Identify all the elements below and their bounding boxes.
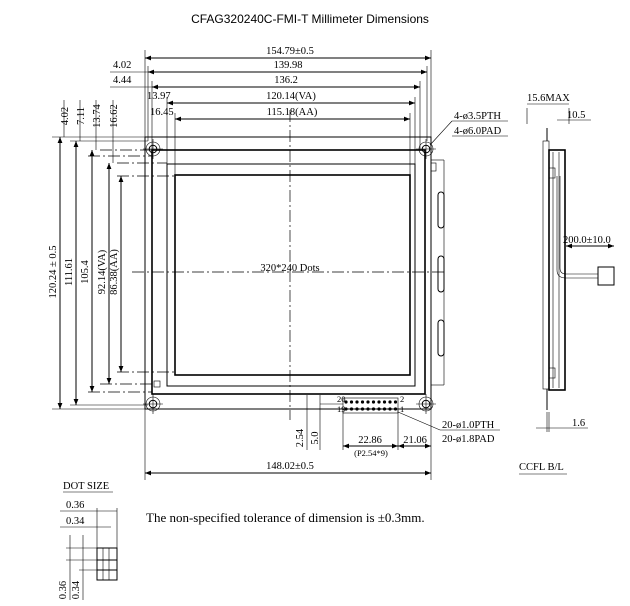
height-111-label: 111.61 [64,258,75,286]
connector-pad [377,407,381,411]
viewing-area [166,163,416,387]
connector-pad [355,400,359,404]
left-1397-label: 13.97 [147,91,171,102]
side-backlight [548,149,566,391]
connector-pad [382,407,387,411]
connector-pad [366,407,370,411]
overall-height-label: 120.24 ± 0.5 [48,245,59,298]
pin-pitch-label: (P2.54*9) [354,448,388,458]
connector-pad [393,400,398,404]
top-402-label: 4.02 [60,107,71,125]
dot-036-side-label: 0.36 [58,581,69,599]
mount-pad-label: 4-ø6.0PAD [454,126,502,137]
aa-height-label: 86.38(AA) [109,249,120,295]
height-105-label: 105.4 [80,259,91,283]
dot-title: DOT SIZE [63,481,109,492]
side-caption: CCFL B/L [519,462,564,473]
pin-1-label: 1 [400,404,404,414]
side-tab-3 [437,319,445,357]
mount-hole-br-icon [416,394,436,414]
left-444-label: 4.44 [113,75,132,86]
pin-50-label: 5.0 [310,431,321,444]
connector-pad [388,400,392,404]
va-width-label: 120.14(VA) [266,91,316,102]
center-label: 320*240 Dots [260,263,319,274]
conn-pth-label: 20-ø1.0PTH [442,420,495,431]
connector-pad [382,400,387,404]
connector-pad [349,400,354,404]
mount-hole-tl-icon [143,139,163,159]
dot-036-top-label: 0.36 [66,500,84,511]
pin-2106-label: 21.06 [403,435,427,446]
connector-pad [388,407,392,411]
mount-hole-tr-icon [416,139,436,159]
pin-20-label: 20 [337,394,346,404]
connector-pad [371,407,376,411]
side-tab-2 [437,255,445,293]
left-1645-label: 16.45 [150,107,174,118]
cable-label: 200.0±10.0 [563,235,611,246]
connector-pad [349,407,354,411]
pin-19-label: 19 [337,404,346,414]
side-16-label: 1.6 [572,418,585,429]
conn-pad-label: 20-ø1.8PAD [442,434,495,445]
pin-2-label: 2 [400,394,404,404]
connector-pad [355,407,359,411]
side-view: 15.6MAX 10.5 200.0±10.0 1.6 CCFL B/L [519,93,615,475]
pin-2286-label: 22.86 [358,435,382,446]
connector-pad [377,400,381,404]
dot-034-side-label: 0.34 [71,580,82,599]
side-156-label: 15.6MAX [527,93,570,104]
side-105-label: 10.5 [567,110,585,121]
width-136-label: 136.2 [274,75,298,86]
connector-pad [371,400,376,404]
left-402-label: 4.02 [113,60,131,71]
aa-width-label: 115.18(AA) [267,107,318,118]
top-1374-label: 13.74 [92,103,103,127]
top-711-label: 7.11 [76,107,87,125]
pin-254-label: 2.54 [295,428,306,447]
pcb-outline [144,136,432,410]
connector-pad [360,400,365,404]
mount-pth-label: 4-ø3.5PTH [454,111,501,122]
width-139-label: 139.98 [274,60,303,71]
bottom-width-label: 148.02±0.5 [266,461,314,472]
overall-width-label: 154.79±0.5 [266,46,314,57]
drawing-title: CFAG320240C-FMI-T Millimeter Dimensions [191,12,429,26]
front-view: 320*240 Dots [48,46,508,480]
side-pcb [542,140,550,390]
ccfl-cable [556,176,598,279]
connector-pad [344,400,348,404]
top-1662-label: 16.62 [109,104,120,128]
dot-034-top-label: 0.34 [66,516,85,527]
connector-pad [366,400,370,404]
connector-pad [393,407,398,411]
dot-grid-icon [96,547,118,581]
dot-size-detail: DOT SIZE 0.36 0.34 0.36 0.34 [58,481,118,600]
side-tab-1 [437,191,445,229]
ccfl-connector [597,266,615,286]
connector-pad [360,407,365,411]
va-height-label: 92.14(VA) [97,249,108,294]
connector-pads [342,397,399,414]
mount-hole-bl-icon [143,394,163,414]
active-area [174,174,411,376]
connector-pad [344,407,348,411]
tolerance-note: The non-specified tolerance of dimension… [146,510,425,525]
